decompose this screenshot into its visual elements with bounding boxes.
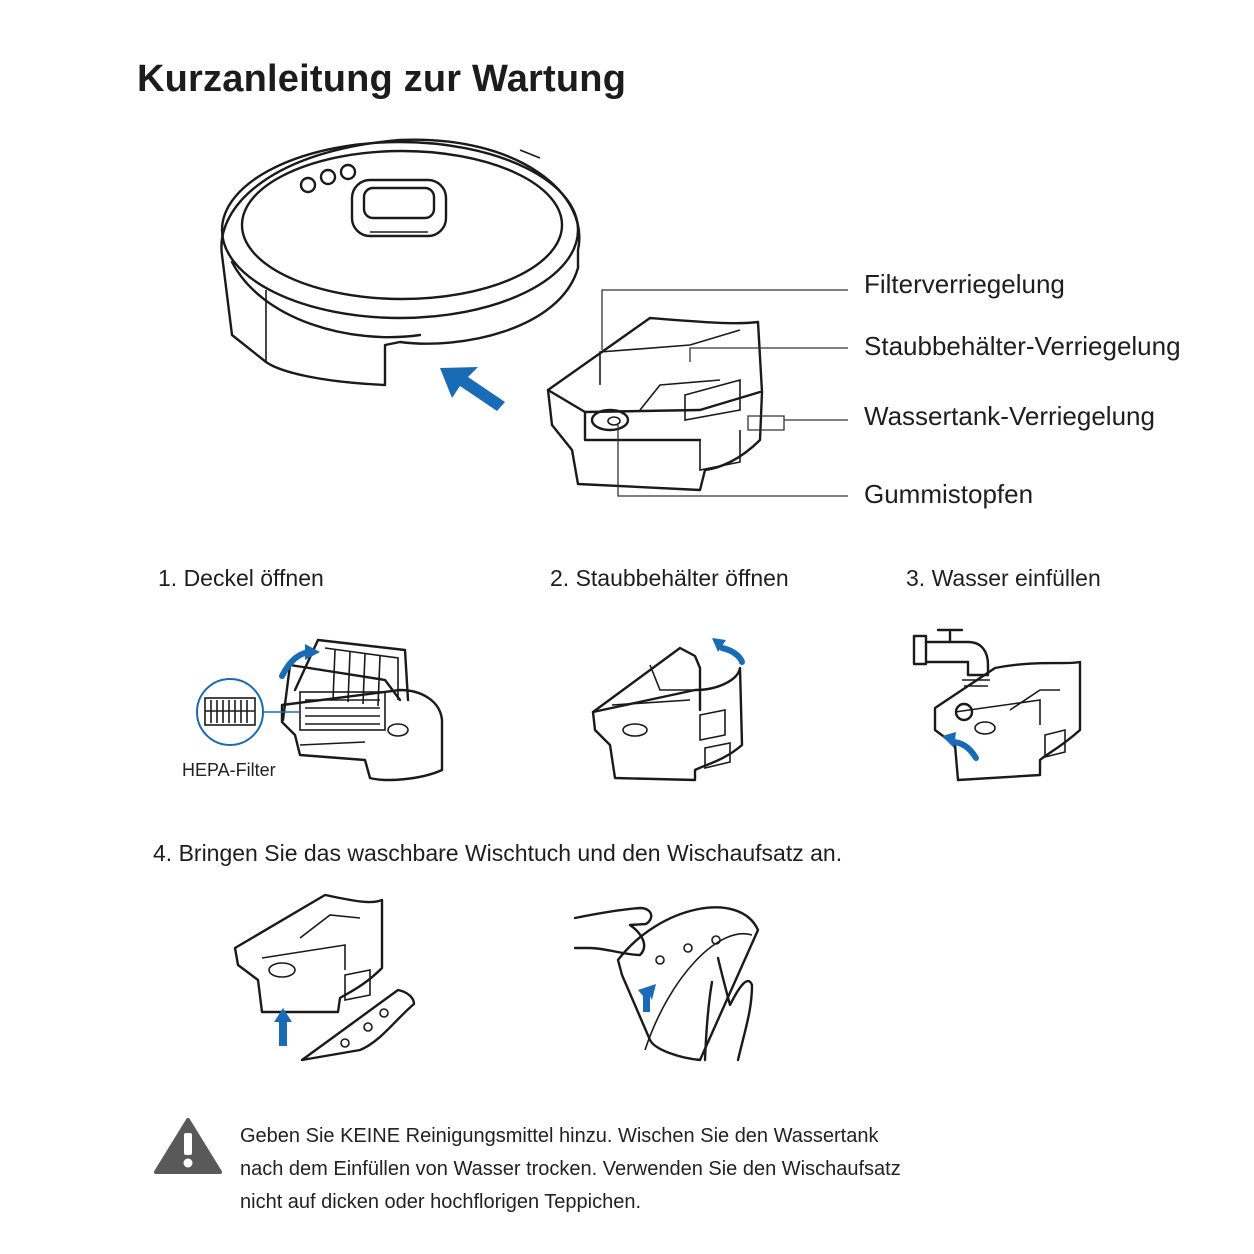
callout-filter-lock: Filterverriegelung (864, 269, 1065, 299)
step1-heading: 1. Deckel öffnen (158, 565, 324, 591)
step1-illustration (280, 638, 444, 782)
warning-text: Geben Sie KEINE Reinigungsmittel hinzu. … (240, 1120, 1000, 1219)
callout-dustbin-lock: Staubbehälter-Verriegelung (864, 331, 1181, 361)
attach-up-arrow-icon (274, 1008, 292, 1046)
callout-watertank-lock: Wassertank-Verriegelung (864, 401, 1155, 431)
step3-illustration (912, 628, 1082, 782)
mop-pad-illustration (300, 988, 416, 1062)
warning-triangle-icon (154, 1118, 222, 1174)
warning-line-1: Geben Sie KEINE Reinigungsmittel hinzu. … (240, 1125, 879, 1147)
warning-line-3: nicht auf dicken oder hochflorigen Teppi… (240, 1191, 642, 1213)
step4-module-illustration (233, 893, 384, 1014)
hepa-filter-label: HEPA-Filter (182, 760, 276, 780)
step4-heading: 4. Bringen Sie das waschbare Wischtuch u… (153, 840, 843, 866)
step4-hands-illustration (573, 906, 760, 1062)
page-title: Kurzanleitung zur Wartung (137, 58, 627, 100)
attach-cloth-arrow-icon (638, 984, 656, 1012)
step3-heading: 3. Wasser einfüllen (906, 565, 1101, 591)
step2-heading: 2. Staubbehälter öffnen (550, 565, 789, 591)
dustbin-module-illustration (546, 316, 764, 492)
step2-illustration (591, 646, 744, 782)
robot-vacuum-illustration (220, 138, 581, 387)
insert-arrow-icon (440, 367, 505, 411)
callout-rubber-plug: Gummistopfen (864, 479, 1034, 509)
open-dustbin-arrow-icon (719, 645, 745, 665)
warning-line-2: nach dem Einfüllen von Wasser trocken. V… (240, 1158, 901, 1180)
